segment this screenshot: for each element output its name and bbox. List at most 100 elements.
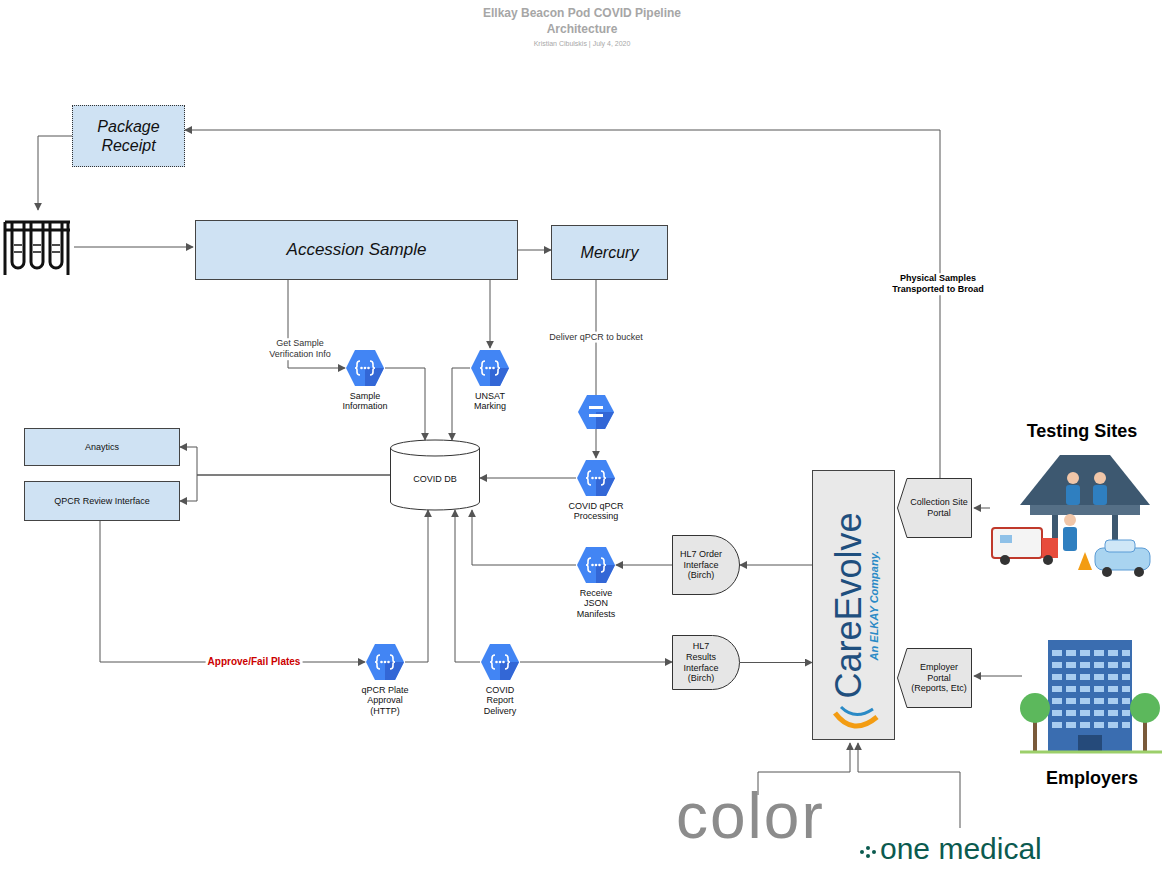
dot-glyph (591, 477, 594, 480)
text-block: Anaytics (85, 442, 119, 453)
hexagon-icon (345, 348, 385, 388)
dot-glyph (364, 367, 367, 370)
cloud-function: qPCR Plate Approval (HTTP) (365, 642, 405, 682)
connector (452, 368, 470, 440)
rotated-logo-text: CareEvolveAn ELKAY Company. (813, 471, 894, 739)
hexagon-shade (385, 662, 404, 680)
edge-label: Deliver qPCR to bucket (547, 332, 645, 343)
connector (616, 565, 672, 566)
process-box: Package Receipt (72, 105, 185, 167)
connector (180, 447, 390, 475)
text-block: COVID DB (413, 474, 457, 485)
edge-label: Physical Samples Transported to Broad (886, 273, 990, 295)
node-text: Package Receipt (77, 117, 180, 155)
connector (518, 250, 551, 251)
brace-glyph (355, 361, 375, 375)
dot-glyph (495, 661, 498, 664)
outline (898, 479, 972, 538)
dot-glyph (489, 367, 492, 370)
hexagon-icon (576, 458, 616, 498)
text-block: Accession Sample (287, 240, 427, 260)
brace-glyph (586, 471, 606, 485)
outline (673, 636, 740, 690)
connector (480, 478, 576, 479)
connector (385, 368, 425, 440)
dot-glyph (595, 477, 598, 480)
node-text: COVID DB (413, 474, 457, 485)
connector (100, 521, 365, 662)
cloud-function: Receive JSON Manifests (576, 545, 616, 585)
node-text: Anaytics (85, 442, 119, 453)
connector (455, 510, 480, 662)
brace-glyph (480, 361, 500, 375)
partner-logo: one medical (880, 834, 1042, 864)
edge-label: Get Sample Verification Info (252, 338, 348, 360)
text-block: Employer Portal (Reports, Etc) (910, 662, 968, 694)
node-text: HL7 Results Interface (Birch) (678, 641, 724, 684)
sample-tubes-icon (5, 222, 70, 275)
hexagon-shade (596, 478, 615, 496)
hexagon (471, 350, 509, 386)
dot-glyph (499, 661, 502, 664)
node-label: qPCR Plate Approval (HTTP) (356, 685, 414, 716)
author-date: Kristian Cibulskis | July 4, 2020 (482, 40, 682, 47)
hexagon-icon (576, 545, 616, 585)
dot-glyph (387, 661, 390, 664)
testing-site-illustration (992, 455, 1150, 577)
dot-glyph (360, 367, 363, 370)
hexagon (346, 350, 384, 386)
logo-wordmark: CareEvolve (828, 512, 868, 698)
text-block: HL7 Results Interface (Birch) (678, 641, 724, 684)
hexagon (577, 460, 615, 496)
hexagon-shade (500, 662, 519, 680)
dot-glyph (485, 367, 488, 370)
flow-arrows (38, 136, 1022, 828)
brace-glyph (490, 655, 510, 669)
node-label: UNSAT Marking (461, 391, 519, 412)
group-heading: Testing Sites (1007, 421, 1157, 442)
cloud-function: COVID qPCR Processing (576, 458, 616, 498)
diagram-title: Ellkay Beacon Pod COVID Pipeline Archite… (472, 6, 692, 37)
hexagon-shade (365, 368, 384, 386)
text-block: Collection Site Portal (910, 497, 968, 519)
hexagon (366, 644, 404, 680)
hexagon-shade (596, 565, 615, 583)
portal-shape: Collection Site Portal (897, 478, 972, 538)
portal-shape: Employer Portal (Reports, Etc) (897, 648, 972, 708)
cloud-function: Sample Information (345, 348, 385, 388)
database-cylinder: COVID DB (390, 440, 480, 510)
text-block: Mercury (581, 243, 639, 262)
hexagon-icon (365, 642, 405, 682)
interface-shape: HL7 Results Interface (Birch) (672, 635, 740, 690)
hexagon (481, 644, 519, 680)
employer-building-illustration (1020, 640, 1162, 752)
platform-box: CareEvolveAn ELKAY Company. (812, 470, 895, 740)
process-box: Accession Sample (195, 220, 518, 280)
dot-glyph (380, 661, 383, 664)
hexagon-shade (490, 368, 509, 386)
connector (596, 280, 597, 458)
text-block: Package Receipt (77, 117, 180, 155)
dot-glyph (367, 367, 370, 370)
node-text: Mercury (581, 243, 639, 262)
node-label: COVID Report Delivery (471, 685, 529, 716)
connector (490, 280, 491, 348)
text-block: HL7 Order Interface (Birch) (678, 549, 724, 581)
dot-glyph (595, 564, 598, 567)
dot-glyph (598, 477, 601, 480)
outline (391, 440, 480, 510)
node-label: COVID qPCR Processing (567, 501, 625, 522)
brace-glyph (375, 655, 395, 669)
brace-glyph (586, 558, 606, 572)
connector (185, 130, 940, 478)
node-text: QPCR Review Interface (54, 496, 150, 507)
node-label: Receive JSON Manifests (567, 588, 625, 619)
hexagon (577, 547, 615, 583)
dot-glyph (384, 661, 387, 664)
node-text: Accession Sample (287, 240, 427, 260)
partner-logo: color (676, 784, 825, 848)
connector (520, 662, 672, 663)
connector (472, 510, 576, 565)
node-label: Sample Information (336, 391, 394, 412)
